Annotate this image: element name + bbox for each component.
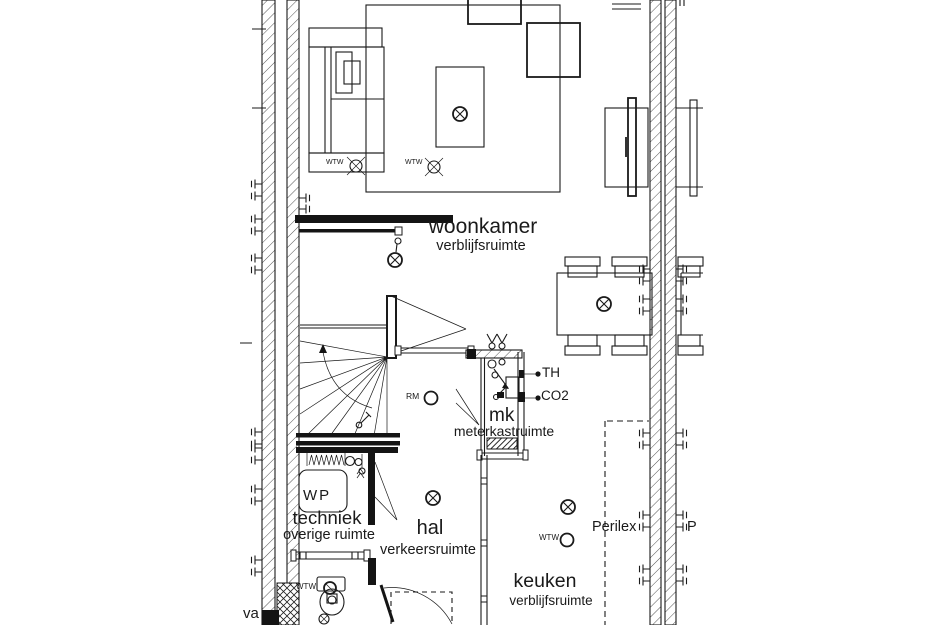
heat-pump-label: WP	[303, 487, 332, 504]
room-sublabel-meterkastruimte: meterkastruimte	[453, 423, 555, 439]
front-door	[379, 584, 453, 625]
techniek-door-leaf	[368, 453, 375, 525]
toilet	[316, 576, 346, 625]
heat-exchanger-icon	[308, 454, 345, 466]
hal-keuken-wall	[480, 455, 488, 625]
side-table-right	[526, 22, 581, 78]
rug	[365, 4, 561, 193]
room-label-techniek: techniek	[292, 507, 362, 528]
coffee-table	[435, 66, 485, 148]
room-label-keuken: keuken	[513, 570, 577, 592]
perilex-label-neighbour-cut: P	[687, 519, 697, 535]
side-table-top	[467, 0, 522, 25]
valve-icon	[358, 467, 366, 475]
wtw-extract-valve-icon	[323, 581, 337, 595]
heat-pump-unit	[298, 469, 348, 513]
kitchen-upper-cabinets-dashed	[604, 420, 649, 625]
room-label-hal: hal	[416, 517, 444, 539]
sideboard-cabinet	[308, 27, 385, 173]
stairs-light-switch	[355, 411, 372, 429]
meterkast	[465, 349, 529, 461]
neighbour-tv-cabinet	[676, 99, 703, 197]
pump-icon	[344, 455, 356, 467]
meterkast-roof-duct-icon	[486, 333, 508, 350]
meterkast-leader-lines	[455, 388, 480, 426]
co2-sensor	[518, 392, 541, 402]
party-wall	[612, 0, 685, 625]
dining-table	[556, 256, 653, 356]
thermostat-sensor	[519, 370, 541, 378]
wtw-label-toilet: WTW	[296, 582, 316, 591]
wtw-supply-valve-icon	[346, 156, 575, 548]
room-sublabel-verkeersruimte: verkeersruimte	[380, 542, 476, 558]
perilex-label: Perilex	[592, 519, 637, 535]
wtw-label-2: WTW	[405, 159, 423, 166]
left-exterior-wall	[240, 0, 300, 625]
cut-label-va: va	[243, 605, 259, 622]
room-sublabel-keuken-verblijfsruimte: verblijfsruimte	[509, 593, 593, 608]
wtw-label-keuken: WTW	[539, 533, 559, 542]
floor-drain-icon	[318, 613, 330, 625]
neighbour-dining-table	[677, 256, 704, 356]
tv-cabinet	[604, 97, 649, 197]
co2-label: CO2	[541, 388, 569, 403]
wtw-label-1: WTW	[326, 159, 344, 166]
room-sublabel-woonkamer: verblijfsruimte	[436, 238, 526, 254]
smoke-detector-label: RM	[406, 391, 420, 401]
stairs-wall-light	[387, 237, 403, 268]
room-sublabel-overige-ruimte: overige ruimte	[283, 527, 375, 543]
stairwell	[295, 215, 453, 446]
entry-mat-dashed	[390, 591, 453, 624]
smoke-detector-icon	[423, 390, 439, 406]
pump-icon	[354, 457, 363, 467]
room-label-mk: mk	[489, 405, 515, 426]
thermostat-label: TH	[542, 365, 560, 380]
techniek-room	[290, 447, 398, 585]
room-label-woonkamer: woonkamer	[428, 215, 538, 238]
stairs-door	[386, 295, 475, 359]
